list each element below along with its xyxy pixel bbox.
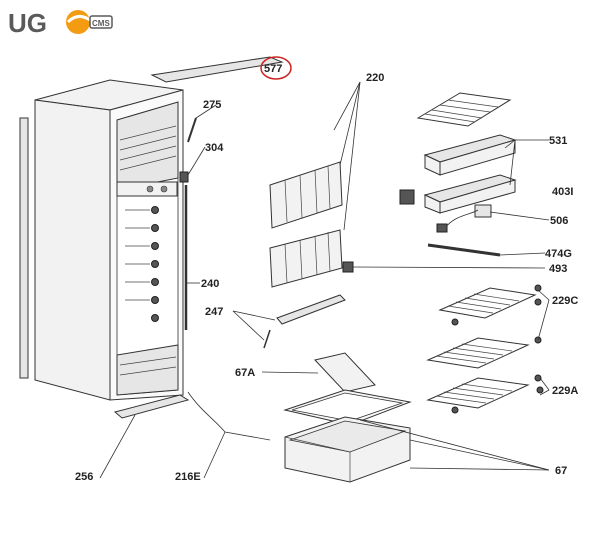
bottom-grille-256 — [113, 394, 190, 419]
callout-229c: 229C — [552, 295, 578, 307]
logo-tag-box — [89, 15, 113, 29]
fridge-cabinet — [19, 56, 284, 441]
wire-shelf-229c-lower — [426, 337, 530, 369]
wire-shelf-229c-upper — [438, 287, 537, 319]
callout-256: 256 — [75, 471, 93, 483]
freezer-compartment — [116, 101, 179, 191]
wire-shelf-229a — [426, 377, 530, 409]
callout-577: 577 — [264, 63, 282, 75]
glass-panel-67a — [314, 352, 376, 393]
brand-logo: UG CMS — [8, 8, 113, 38]
evaporator-plate-lower — [269, 229, 343, 288]
drain-tube-216e — [187, 391, 271, 441]
callout-531: 531 — [549, 135, 567, 147]
crisper-drawer-67 — [283, 389, 412, 483]
logo-tag: CMS — [92, 19, 110, 28]
part-403i — [399, 189, 415, 205]
highlight-circle-577 — [260, 56, 292, 80]
callout-247: 247 — [205, 306, 223, 318]
callout-240: 240 — [201, 278, 219, 290]
callout-275: 275 — [203, 99, 221, 111]
logo-text: UG — [8, 8, 47, 38]
callout-229a: 229A — [552, 385, 578, 397]
hinge-pin-275 — [187, 117, 197, 143]
cabinet-side — [34, 99, 111, 401]
evaporator-plate-upper — [269, 161, 343, 229]
top-panel-577 — [150, 56, 284, 83]
callout-403i: 403I — [552, 186, 573, 198]
evaporator-fins — [125, 206, 159, 322]
callout-506: 506 — [550, 215, 568, 227]
callout-474g: 474G — [545, 248, 572, 260]
clip-493 — [342, 261, 354, 273]
callout-304: 304 — [205, 142, 224, 154]
callout-216e: 216E — [175, 471, 201, 483]
callout-67: 67 — [555, 465, 567, 477]
evaporator-plates-220 — [269, 161, 343, 288]
side-strip — [19, 117, 29, 379]
callout-67a: 67A — [235, 367, 255, 379]
bar-474g — [427, 243, 501, 257]
crisper-space — [116, 344, 179, 396]
door-box-top-front — [439, 139, 516, 176]
shelf-supports — [451, 284, 544, 414]
callout-493: 493 — [549, 263, 567, 275]
top-wire-shelf — [416, 92, 512, 127]
door-box-bottom-front — [439, 179, 516, 214]
lamp-assembly-506 — [436, 204, 492, 233]
bracket-304 — [179, 171, 189, 183]
door-compartments-531 — [423, 134, 517, 214]
leader-lines — [99, 81, 550, 479]
drip-tray-247 — [276, 294, 346, 325]
callout-220: 220 — [366, 72, 384, 84]
